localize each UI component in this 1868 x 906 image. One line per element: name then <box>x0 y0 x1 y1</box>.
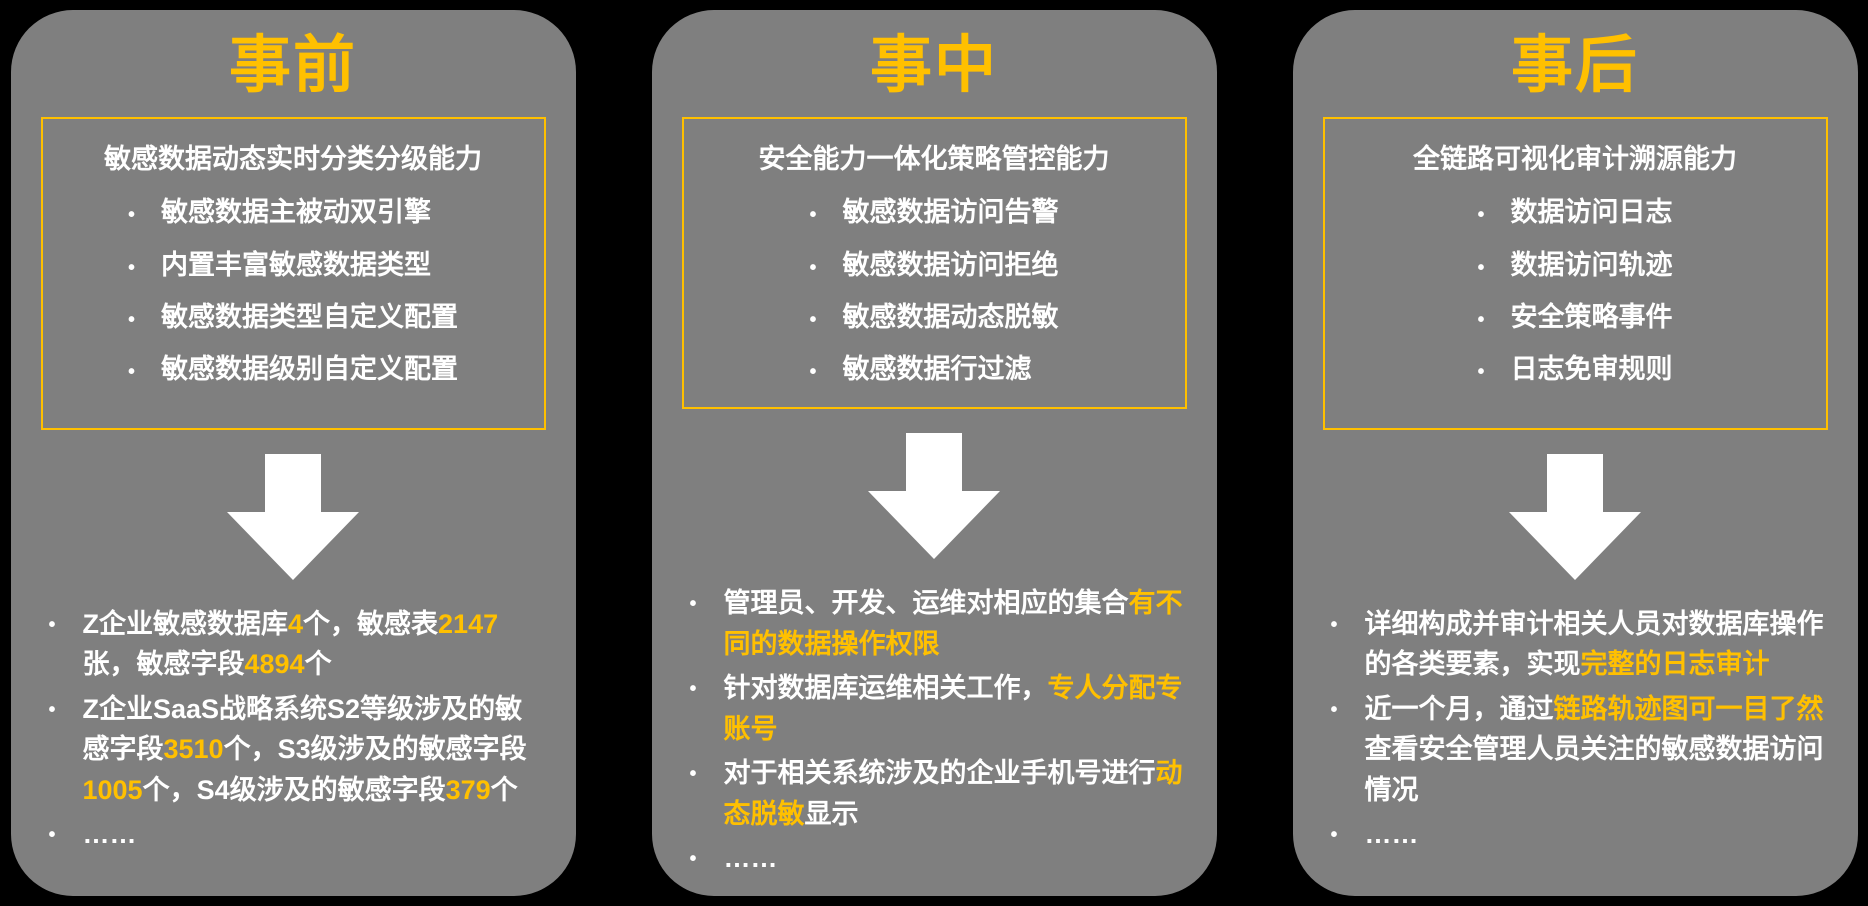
result-text: 针对数据库运维相关工作，专人分配专账号 <box>723 673 1183 744</box>
bullet-icon: • <box>809 204 817 227</box>
result-text: 管理员、开发、运维对相应的集合有不同的数据操作权限 <box>723 588 1183 659</box>
bullet-icon: • <box>1477 256 1485 279</box>
phase-title: 事后 <box>1510 31 1639 100</box>
result-item: • …… <box>682 838 1185 879</box>
result-list: • 管理员、开发、运维对相应的集合有不同的数据操作权限 • 针对数据库运维相关工作，… <box>682 583 1187 883</box>
result-text: Z企业SaaS战略系统S2等级涉及的敏感字段3510个，S3级涉及的敏感字段10… <box>82 693 527 805</box>
capability-item-label: 敏感数据动态脱敏 <box>842 302 1059 333</box>
bullet-icon: • <box>127 361 135 384</box>
arrow-shaft <box>265 453 321 512</box>
bullet-icon: • <box>1330 824 1338 847</box>
bullet-icon: • <box>809 361 817 384</box>
bullet-icon: • <box>809 256 817 279</box>
bullet-icon: • <box>1477 204 1485 227</box>
result-text: …… <box>82 819 137 850</box>
capability-item: • 数据访问轨迹 <box>1477 249 1672 281</box>
capability-item-label: 敏感数据访问拒绝 <box>842 249 1059 280</box>
result-text: …… <box>1364 819 1419 850</box>
arrow-head <box>1509 511 1641 580</box>
capability-item-label: 数据访问轨迹 <box>1510 249 1673 280</box>
bullet-icon: • <box>689 678 697 701</box>
capability-item-label: 安全策略事件 <box>1510 302 1673 333</box>
bullet-icon: • <box>1477 361 1485 384</box>
bullet-icon: • <box>689 763 697 786</box>
result-item: • Z企业敏感数据库4个，敏感表2147张，敏感字段4894个 <box>41 604 544 685</box>
down-arrow-icon <box>1509 453 1641 580</box>
capability-item-label: 敏感数据主被动双引擎 <box>161 197 431 228</box>
result-item: • 管理员、开发、运维对相应的集合有不同的数据操作权限 <box>682 583 1185 664</box>
phase-panel-after: 事后 全链路可视化审计溯源能力 • 数据访问日志 • 数据访问轨迹 • 安全策略事件 … <box>1292 10 1858 896</box>
phase-title: 事前 <box>228 31 357 100</box>
capability-item: • 敏感数据行过滤 <box>809 353 1058 385</box>
arrow-shaft <box>1547 453 1603 512</box>
result-text: 详细构成并审计相关人员对数据库操作的各类要素，实现完整的日志审计 <box>1364 608 1824 680</box>
capability-list: • 敏感数据主被动双引擎 • 内置丰富敏感数据类型 • 敏感数据类型自定义配置 • 敏感… <box>128 196 458 386</box>
phase-panel-during: 事中 安全能力一体化策略管控能力 • 敏感数据访问告警 • 敏感数据访问拒绝 • 敏感… <box>651 10 1217 896</box>
result-text: 对于相关系统涉及的企业手机号进行动态脱敏显示 <box>723 758 1183 829</box>
bullet-icon: • <box>48 824 56 847</box>
capability-item-label: 数据访问日志 <box>1510 197 1673 228</box>
capability-item: • 内置丰富敏感数据类型 <box>128 249 458 281</box>
bullet-icon: • <box>1477 309 1485 332</box>
capability-item: • 敏感数据级别自定义配置 <box>128 353 458 385</box>
arrow-head <box>227 511 359 580</box>
capability-item: • 敏感数据主被动双引擎 <box>128 196 458 228</box>
arrow-shaft <box>906 433 962 492</box>
capability-item-label: 敏感数据行过滤 <box>842 354 1032 385</box>
bullet-icon: • <box>127 256 135 279</box>
capability-box: 安全能力一体化策略管控能力 • 敏感数据访问告警 • 敏感数据访问拒绝 • 敏感数据动… <box>681 117 1187 410</box>
bullet-icon: • <box>48 613 56 636</box>
bullet-icon: • <box>127 309 135 332</box>
bullet-icon: • <box>689 593 697 616</box>
result-item: • 针对数据库运维相关工作，专人分配专账号 <box>682 668 1185 749</box>
capability-item: • 敏感数据访问告警 <box>809 196 1058 228</box>
capability-heading: 全链路可视化审计溯源能力 <box>1413 144 1737 175</box>
capability-box: 敏感数据动态实时分类分级能力 • 敏感数据主被动双引擎 • 内置丰富敏感数据类型 •… <box>40 117 546 430</box>
result-text: Z企业敏感数据库4个，敏感表2147张，敏感字段4894个 <box>82 608 499 680</box>
result-item: • 对于相关系统涉及的企业手机号进行动态脱敏显示 <box>682 753 1185 834</box>
capability-item-label: 敏感数据访问告警 <box>842 197 1059 228</box>
result-list: • Z企业敏感数据库4个，敏感表2147张，敏感字段4894个 • Z企业SaaS战… <box>41 604 546 859</box>
capability-item-label: 敏感数据类型自定义配置 <box>161 302 458 333</box>
capability-item-label: 内置丰富敏感数据类型 <box>161 249 431 280</box>
capability-item: • 敏感数据访问拒绝 <box>809 249 1058 281</box>
capability-heading: 敏感数据动态实时分类分级能力 <box>104 144 482 175</box>
arrow-head <box>868 491 1000 560</box>
result-item: • 详细构成并审计相关人员对数据库操作的各类要素，实现完整的日志审计 <box>1323 604 1826 685</box>
capability-item: • 日志免审规则 <box>1477 353 1672 385</box>
capability-item-label: 日志免审规则 <box>1510 354 1673 385</box>
capability-list: • 数据访问日志 • 数据访问轨迹 • 安全策略事件 • 日志免审规则 <box>1477 196 1672 386</box>
capability-box: 全链路可视化审计溯源能力 • 数据访问日志 • 数据访问轨迹 • 安全策略事件 • 日志… <box>1322 117 1828 430</box>
bullet-icon: • <box>127 204 135 227</box>
down-arrow-icon <box>868 433 1000 560</box>
capability-list: • 敏感数据访问告警 • 敏感数据访问拒绝 • 敏感数据动态脱敏 • 敏感数据行过滤 <box>809 196 1058 386</box>
bullet-icon: • <box>809 309 817 332</box>
bullet-icon: • <box>1330 613 1338 636</box>
result-text: 近一个月，通过链路轨迹图可一目了然查看安全管理人员关注的敏感数据访问情况 <box>1364 693 1824 805</box>
down-arrow-icon <box>227 453 359 580</box>
result-item: • Z企业SaaS战略系统S2等级涉及的敏感字段3510个，S3级涉及的敏感字段1… <box>41 689 544 811</box>
result-item: • …… <box>41 814 544 855</box>
bullet-icon: • <box>48 698 56 721</box>
result-list: • 详细构成并审计相关人员对数据库操作的各类要素，实现完整的日志审计 • 近一个月，… <box>1323 604 1828 859</box>
capability-item: • 安全策略事件 <box>1477 301 1672 333</box>
bullet-icon: • <box>689 848 697 871</box>
phase-title: 事中 <box>869 31 998 100</box>
capability-item: • 敏感数据动态脱敏 <box>809 301 1058 333</box>
result-text: …… <box>723 843 778 874</box>
result-item: • 近一个月，通过链路轨迹图可一目了然查看安全管理人员关注的敏感数据访问情况 <box>1323 689 1826 811</box>
capability-item: • 数据访问日志 <box>1477 196 1672 228</box>
capability-item: • 敏感数据类型自定义配置 <box>128 301 458 333</box>
capability-heading: 安全能力一体化策略管控能力 <box>758 144 1110 175</box>
phase-panel-before: 事前 敏感数据动态实时分类分级能力 • 敏感数据主被动双引擎 • 内置丰富敏感数据类… <box>10 10 576 896</box>
capability-item-label: 敏感数据级别自定义配置 <box>161 354 458 385</box>
bullet-icon: • <box>1330 698 1338 721</box>
result-item: • …… <box>1323 814 1826 855</box>
